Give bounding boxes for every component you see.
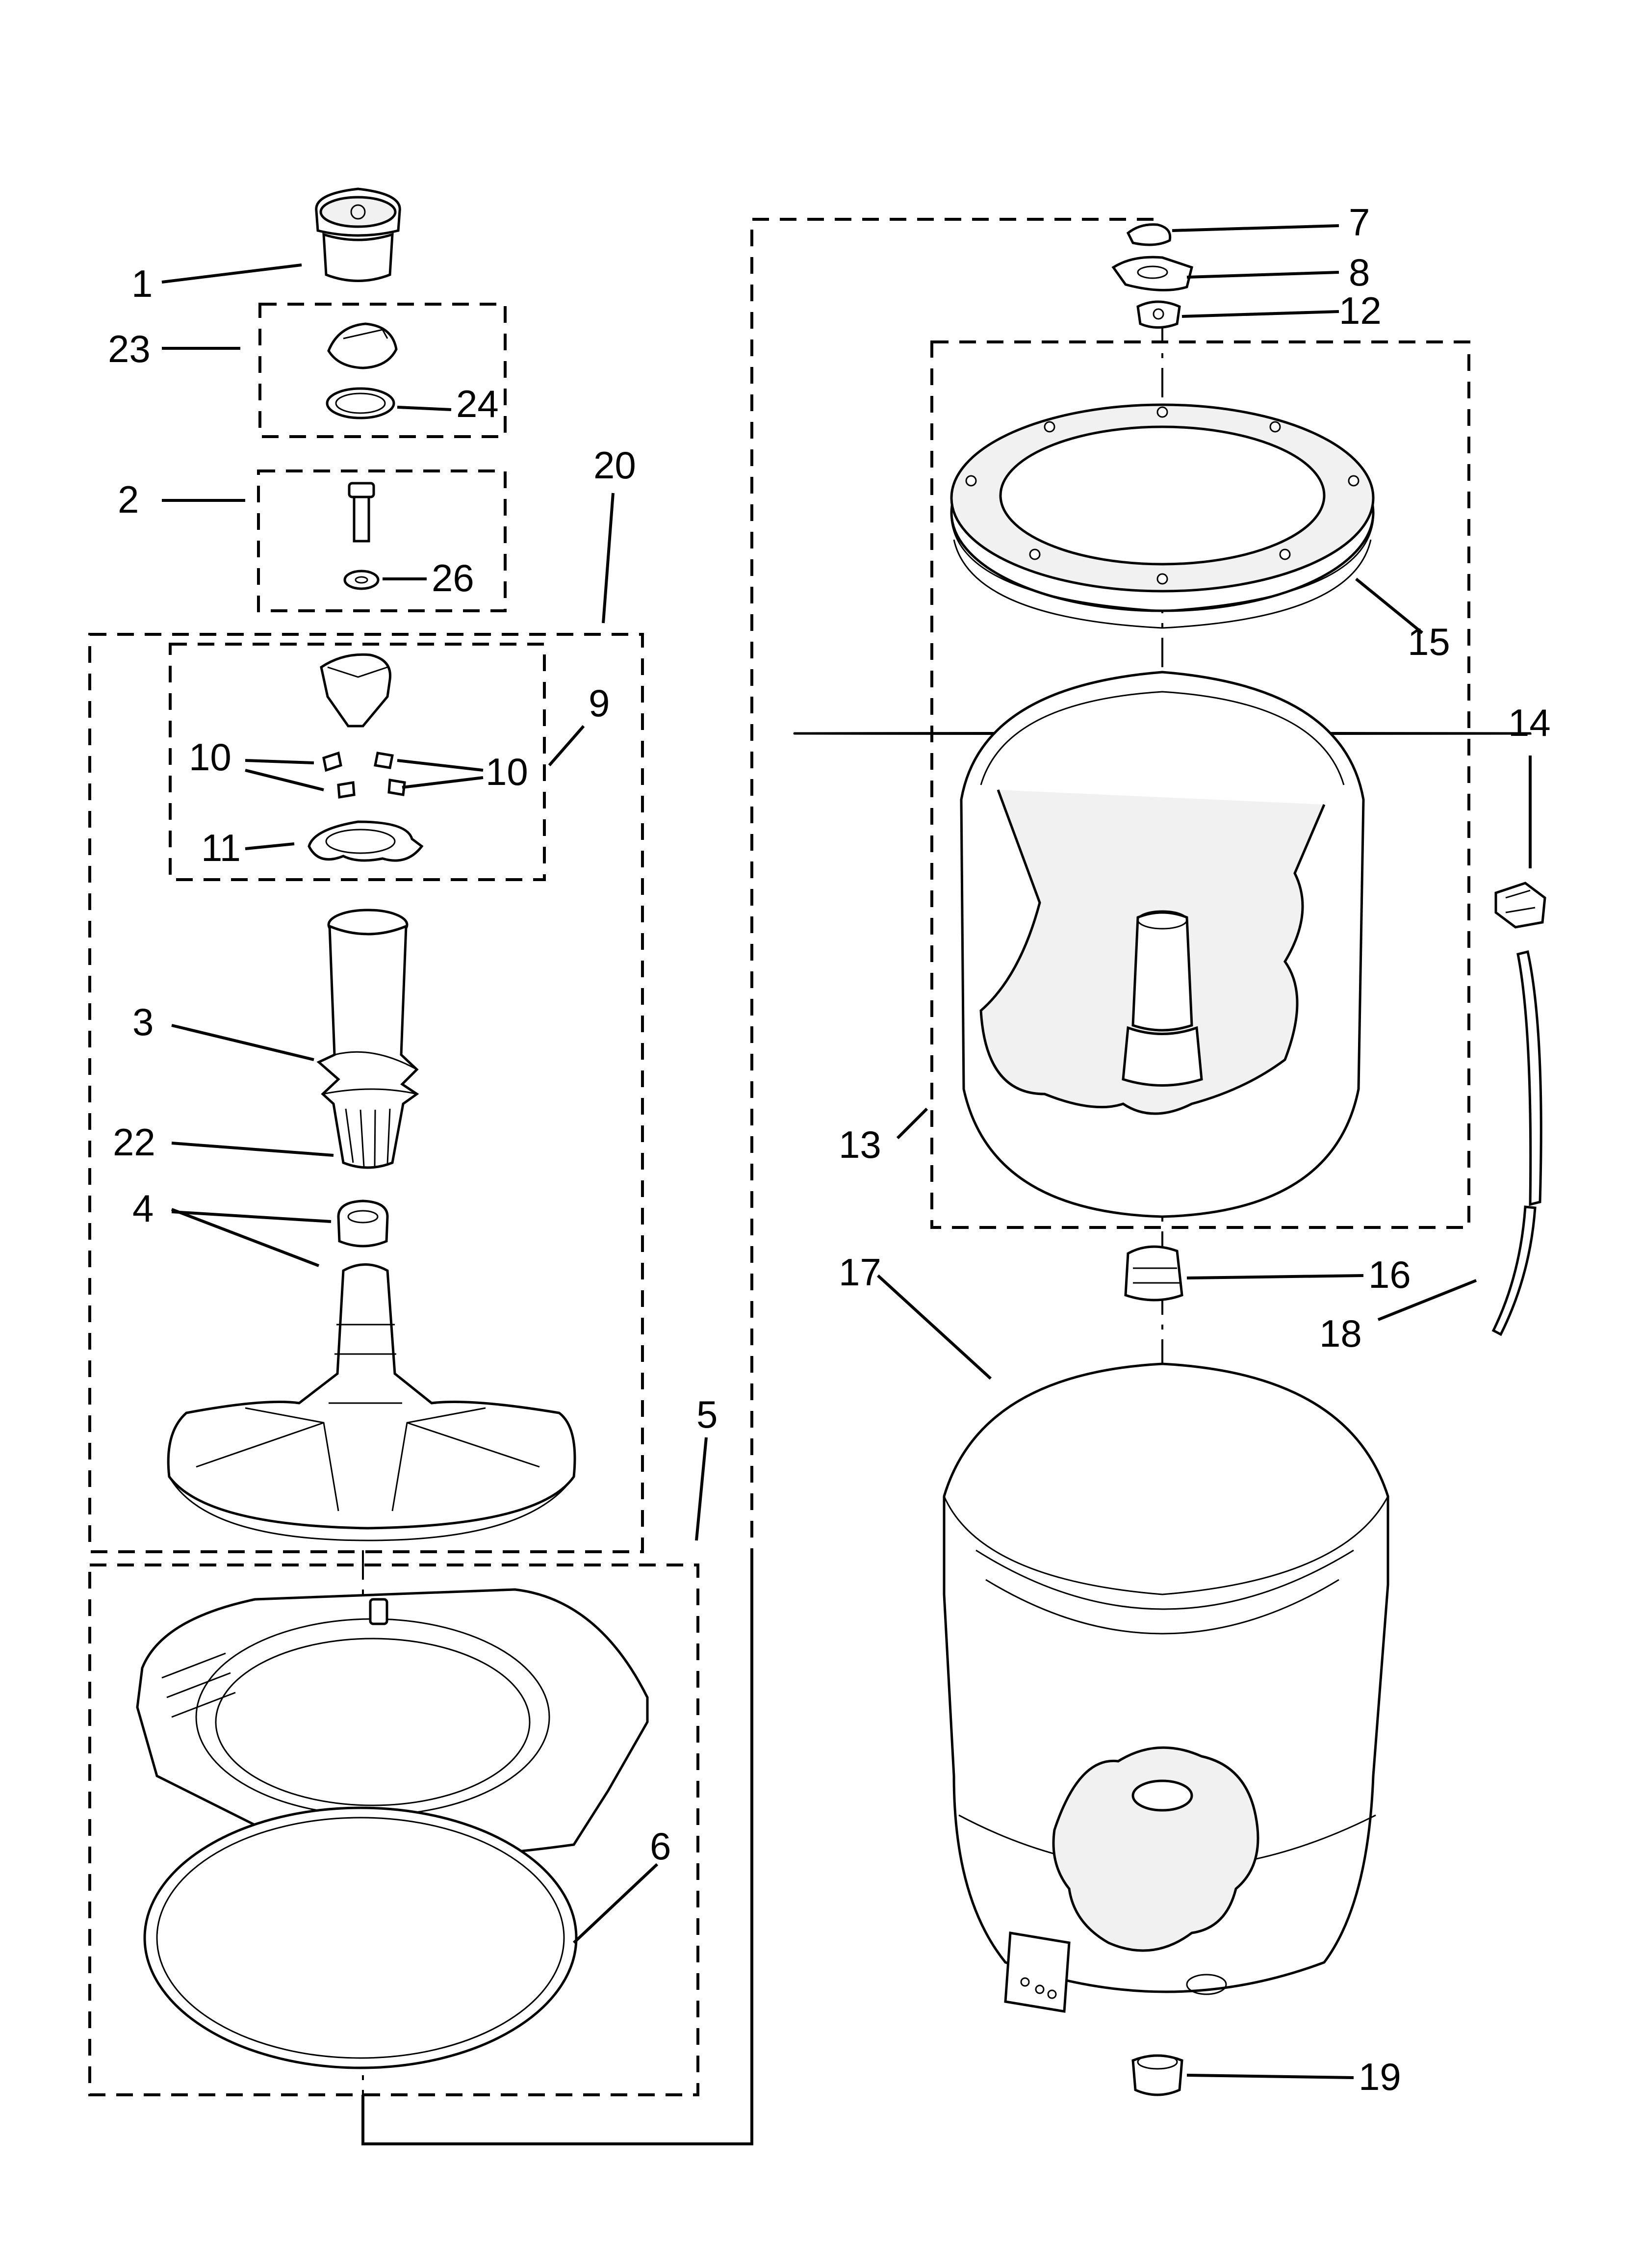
callout-23: 23 xyxy=(108,327,151,370)
callout-5: 5 xyxy=(696,1393,718,1436)
part-15-balance-ring xyxy=(950,403,1375,629)
callout-13: 13 xyxy=(839,1123,881,1166)
part-23-cap-insert xyxy=(326,322,398,419)
callout-10-right: 10 xyxy=(486,750,528,793)
group-box-13 xyxy=(930,340,1470,1229)
callout-17: 16 xyxy=(1368,1253,1411,1296)
leader-lines xyxy=(161,224,1532,2079)
callout-3: 3 xyxy=(132,1000,154,1043)
callout-26: 26 xyxy=(432,556,474,600)
part-8-bracket xyxy=(1111,256,1193,291)
connector-5-dashed xyxy=(750,218,1157,1565)
part-14-hose-clamp xyxy=(1494,882,1546,929)
callout-6: 6 xyxy=(650,1825,671,1868)
callout-4: 4 xyxy=(132,1187,154,1230)
part-11-dog-cam xyxy=(308,820,424,862)
callout-12: 12 xyxy=(1339,289,1382,332)
part-7-clip xyxy=(1126,223,1172,246)
part-12-nut xyxy=(1136,300,1181,329)
callout-24: 24 xyxy=(456,382,499,425)
callout-9: 9 xyxy=(589,681,610,725)
group-box-20 xyxy=(88,633,644,1553)
group-box-23 xyxy=(258,303,507,438)
callout-2: 2 xyxy=(118,478,139,521)
part-6-seal-ring xyxy=(143,1806,578,2069)
group-boxes xyxy=(88,218,1470,2145)
part-18-drain-plug xyxy=(1131,2054,1183,2096)
part-1-cap xyxy=(315,187,401,282)
callout-14: 14 xyxy=(1508,701,1551,744)
part-10-dog-c xyxy=(337,781,356,799)
callout-8: 8 xyxy=(1349,251,1370,294)
callout-22: 22 xyxy=(113,1121,155,1164)
group-box-5 xyxy=(88,1564,699,2096)
part-22-bearing xyxy=(337,1199,389,1248)
part-16-outer-tub xyxy=(943,1362,1389,2013)
part-9-dogs-assembly xyxy=(308,653,424,862)
part-10-dog-d xyxy=(387,779,406,796)
connector-5-solid xyxy=(361,1565,753,2145)
callout-10-left: 10 xyxy=(189,735,231,779)
part-2-bolt xyxy=(343,482,380,590)
callout-19: 18 xyxy=(1319,1312,1362,1355)
part-26-washer xyxy=(343,570,380,590)
part-10-dog-b xyxy=(374,752,394,769)
part-19-hose xyxy=(1491,950,1542,1336)
part-3-auger xyxy=(316,909,419,1169)
callout-11: 11 xyxy=(201,826,241,869)
callout-16: 17 xyxy=(839,1251,881,1294)
group-box-9 xyxy=(169,643,546,881)
part-10-dog-a xyxy=(322,751,342,772)
part-17-hub xyxy=(1124,1245,1183,1302)
callout-7: 7 xyxy=(1349,201,1370,244)
callout-1: 1 xyxy=(131,262,153,305)
group-box-2 xyxy=(257,469,507,612)
callout-20: 20 xyxy=(593,443,636,487)
callout-18: 19 xyxy=(1359,2055,1401,2098)
callout-labels: 1 23 24 2 26 20 9 10 10 11 3 22 4 5 6 7 … xyxy=(108,201,1551,2098)
part-4-agitator xyxy=(167,1263,576,1541)
callout-15: 15 xyxy=(1408,620,1450,663)
part-13-basket xyxy=(793,671,1532,1218)
